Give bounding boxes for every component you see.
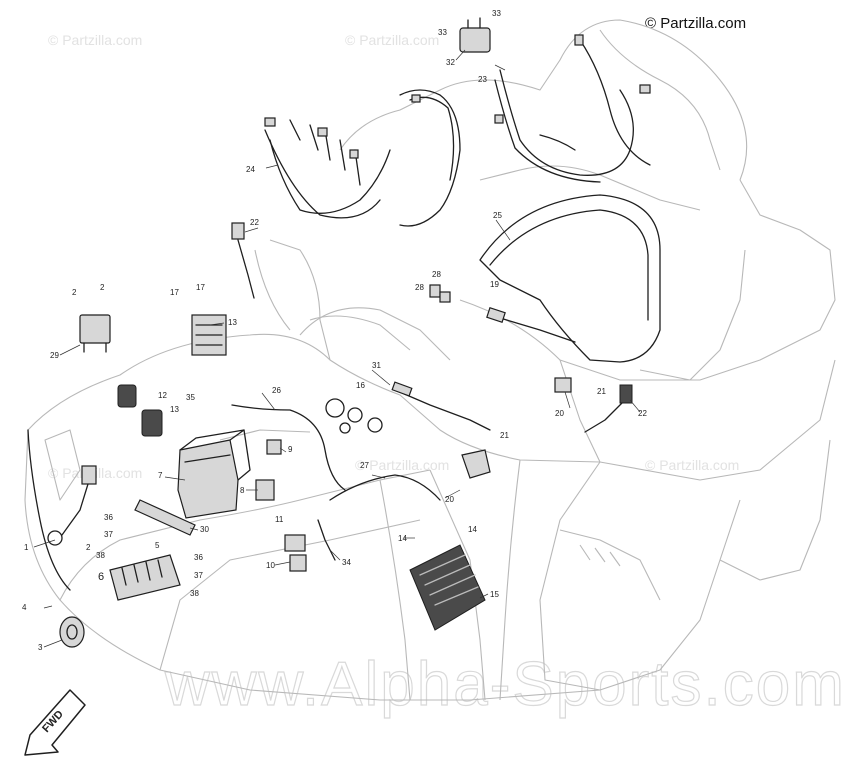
sensor bbox=[554, 377, 633, 433]
callout-23: 23 bbox=[478, 75, 487, 84]
callout-19: 19 bbox=[490, 280, 499, 289]
rear-wire-harness bbox=[494, 34, 651, 183]
callout-5: 5 bbox=[155, 541, 160, 550]
callout-13: 13 bbox=[228, 318, 237, 327]
callout-34: 34 bbox=[342, 558, 351, 567]
callout-8: 8 bbox=[240, 486, 245, 495]
sensor bbox=[47, 465, 97, 546]
watermark: © Partzilla.com bbox=[345, 32, 439, 48]
callout-14: 14 bbox=[468, 525, 477, 534]
callout-11: 11 bbox=[275, 515, 284, 524]
fuse-box bbox=[109, 499, 196, 601]
callout-28: 28 bbox=[432, 270, 441, 279]
battery-accessories bbox=[117, 384, 163, 437]
connector bbox=[429, 284, 451, 303]
callout-21: 21 bbox=[597, 387, 606, 396]
battery-cable bbox=[231, 404, 346, 491]
relay bbox=[459, 17, 491, 53]
callout-35: 35 bbox=[186, 393, 195, 402]
callout-28: 28 bbox=[415, 283, 424, 292]
callout-26: 26 bbox=[272, 386, 281, 395]
callout-2: 2 bbox=[100, 283, 105, 292]
battery bbox=[177, 429, 251, 519]
callout-10: 10 bbox=[266, 561, 275, 570]
vehicle-frame-outline bbox=[24, 19, 836, 701]
callout-22: 22 bbox=[638, 409, 647, 418]
callout-38: 38 bbox=[190, 589, 199, 598]
watermark: © Partzilla.com bbox=[355, 457, 449, 473]
watermark: © Partzilla.com bbox=[645, 457, 739, 473]
callout-1: 1 bbox=[24, 543, 29, 552]
callout-36: 36 bbox=[104, 513, 113, 522]
callout-9: 9 bbox=[288, 445, 293, 454]
callout-14: 14 bbox=[398, 534, 407, 543]
cable bbox=[486, 307, 576, 343]
sensor bbox=[461, 449, 491, 479]
callout-17: 17 bbox=[170, 288, 179, 297]
callout-21: 21 bbox=[500, 431, 509, 440]
callout-37: 37 bbox=[104, 530, 113, 539]
callout-37: 37 bbox=[194, 571, 203, 580]
callout-6: 6 bbox=[98, 571, 104, 583]
callout-15: 15 bbox=[490, 590, 499, 599]
callout-29: 29 bbox=[50, 351, 59, 360]
callout-20: 20 bbox=[445, 495, 454, 504]
switch-assembly bbox=[325, 398, 383, 434]
fwd-label: FWD bbox=[40, 708, 66, 735]
callout-12: 12 bbox=[158, 391, 167, 400]
watermark: © Partzilla.com bbox=[48, 32, 142, 48]
callout-36: 36 bbox=[194, 553, 203, 562]
callout-33: 33 bbox=[492, 9, 501, 18]
sensor bbox=[231, 222, 255, 299]
callout-24: 24 bbox=[246, 165, 255, 174]
voltage-regulator bbox=[409, 544, 486, 631]
callout-20: 20 bbox=[555, 409, 564, 418]
callout-7: 7 bbox=[158, 471, 163, 480]
callout-33: 33 bbox=[438, 28, 447, 37]
callout-3: 3 bbox=[38, 643, 43, 652]
callout-38: 38 bbox=[96, 551, 105, 560]
seat bbox=[479, 194, 661, 363]
callouts: 1 2 2 2 3 4 5 6 7 8 9 10 11 12 13 13 14 … bbox=[22, 9, 647, 652]
callout-2: 2 bbox=[86, 543, 91, 552]
callout-27: 27 bbox=[360, 461, 369, 470]
cable bbox=[391, 381, 491, 431]
starter-relay bbox=[255, 439, 282, 501]
callout-22: 22 bbox=[250, 218, 259, 227]
main-wire-harness bbox=[264, 89, 461, 227]
horn bbox=[59, 616, 85, 648]
callout-30: 30 bbox=[200, 525, 209, 534]
front-fender-panel bbox=[27, 429, 81, 591]
leader-lines bbox=[33, 49, 641, 648]
relay bbox=[284, 534, 307, 572]
callout-31: 31 bbox=[372, 361, 381, 370]
callout-17: 17 bbox=[196, 283, 205, 292]
callout-25: 25 bbox=[493, 211, 502, 220]
starter-cable bbox=[329, 474, 441, 501]
callout-16: 16 bbox=[356, 381, 365, 390]
callout-2: 2 bbox=[72, 288, 77, 297]
wire bbox=[317, 519, 336, 561]
callout-13: 13 bbox=[170, 405, 179, 414]
callout-32: 32 bbox=[446, 58, 455, 67]
callout-4: 4 bbox=[22, 603, 27, 612]
forward-direction-arrow: FWD bbox=[24, 689, 86, 756]
watermark-large: www.Alpha-Sports.com bbox=[164, 650, 846, 719]
copyright-text: © Partzilla.com bbox=[645, 15, 746, 32]
control-unit bbox=[191, 314, 227, 356]
relay bbox=[79, 314, 111, 353]
